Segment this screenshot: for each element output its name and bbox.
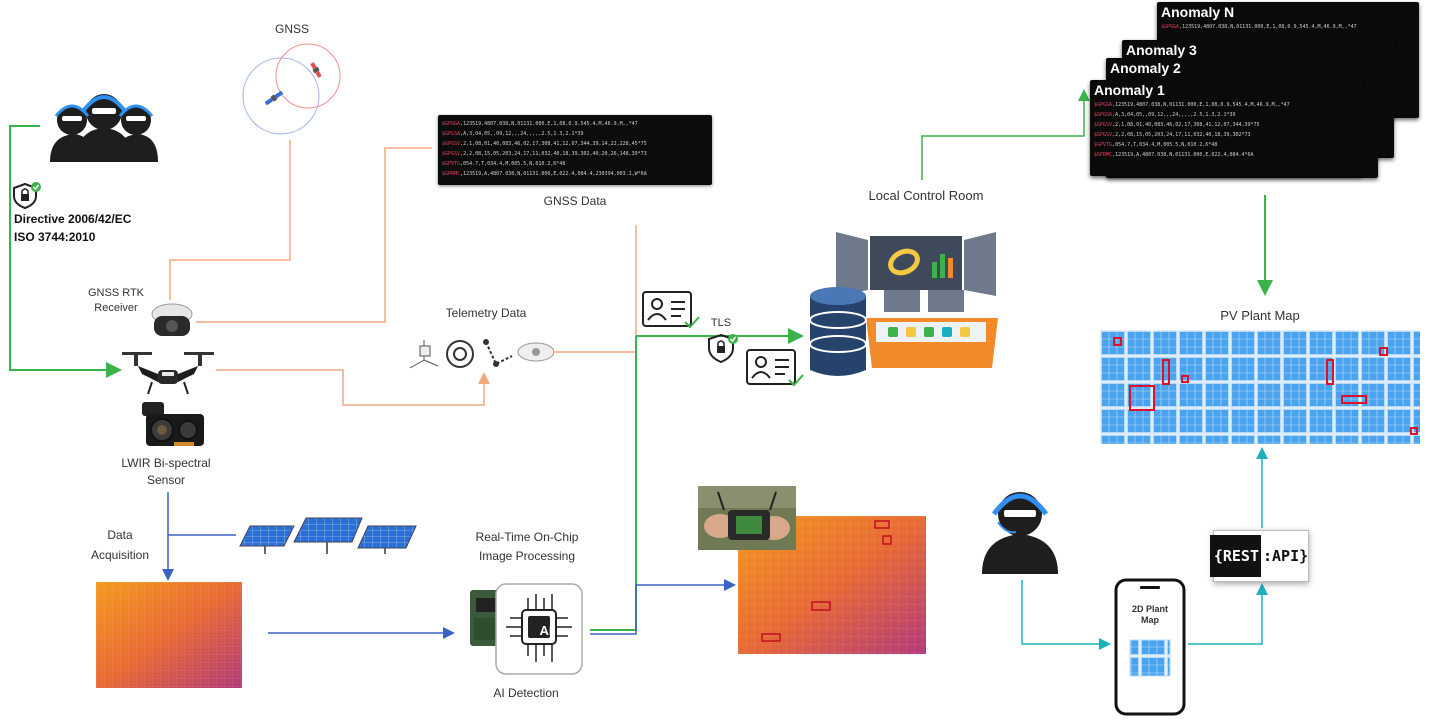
anomaly-title: Anomaly 2 bbox=[1110, 60, 1181, 76]
smartphone-icon bbox=[1114, 578, 1186, 716]
api-label: :API} bbox=[1263, 547, 1309, 565]
plant-map-2d-label-2: Map bbox=[1141, 615, 1159, 625]
directive-label: Directive 2006/42/EC bbox=[14, 212, 132, 226]
realtime-label-2: Image Processing bbox=[478, 549, 576, 563]
tls-label: TLS bbox=[710, 317, 732, 329]
axes-icon bbox=[409, 340, 439, 369]
iso-label: ISO 3744:2010 bbox=[14, 230, 96, 244]
solar-panels-icon bbox=[239, 517, 417, 554]
anomaly-title: Anomaly 1 bbox=[1094, 82, 1165, 98]
lock-check-icon bbox=[13, 182, 41, 210]
anomaly-card-1: Anomaly 1 $GPGGA,123519,4807.038,N,01131… bbox=[1090, 80, 1362, 176]
anomaly-title: Anomaly N bbox=[1161, 4, 1235, 20]
gyroscope-icon bbox=[446, 340, 474, 368]
telemetry-label: Telemetry Data bbox=[445, 306, 527, 320]
gnss-data-label: GNSS Data bbox=[543, 194, 607, 208]
gnss-rtk-label: GNSS RTK bbox=[87, 287, 145, 299]
tls-lock-icon bbox=[708, 333, 738, 364]
lwir-label-1: LWIR Bi-spectral bbox=[121, 456, 211, 470]
receiver-label: Receiver bbox=[94, 302, 138, 314]
ai-chip-label: AI bbox=[539, 623, 553, 638]
ai-chip-icon bbox=[470, 583, 583, 675]
line-control-to-anomalies bbox=[921, 89, 1090, 180]
attitude-icon bbox=[483, 339, 513, 367]
tablet-photo bbox=[698, 486, 796, 550]
plant-map-2d-label-1: 2D Plant bbox=[1131, 604, 1168, 614]
drone-icon bbox=[122, 352, 214, 395]
operator-group-icon bbox=[50, 94, 158, 162]
data-acquisition-label-2: Acquisition bbox=[90, 548, 150, 562]
lwir-label-2: Sensor bbox=[146, 473, 186, 487]
database-icon bbox=[809, 287, 867, 376]
eye-icon bbox=[517, 342, 554, 362]
control-room-icon bbox=[836, 232, 998, 368]
line-operator-to-phone bbox=[1021, 580, 1111, 650]
rest-label: {REST bbox=[1209, 535, 1261, 577]
line-operators-to-drone bbox=[9, 125, 122, 378]
gnss-data-terminal: $GPGGA,123519,4807.038,N,01131.000,E,1,0… bbox=[438, 115, 712, 185]
realtime-label-1: Real-Time On-Chip bbox=[475, 530, 579, 544]
ai-detection-label: AI Detection bbox=[493, 686, 559, 700]
gnss-receiver-icon bbox=[151, 303, 193, 336]
operator-icon bbox=[982, 492, 1058, 574]
anomaly-title: Anomaly 3 bbox=[1126, 42, 1197, 58]
line-ai-to-merge bbox=[590, 336, 637, 631]
line-drone-to-telemetry bbox=[216, 369, 490, 406]
data-acquisition-label-1: Data bbox=[107, 528, 133, 542]
pv-plant-map-label: PV Plant Map bbox=[1220, 308, 1300, 323]
thermal-acquisition-image bbox=[96, 582, 242, 688]
line-ai-to-thermal bbox=[590, 579, 736, 635]
gnss-satellite-icon bbox=[242, 43, 341, 135]
line-gnss-to-receiver bbox=[169, 140, 291, 300]
line-phone-to-rest bbox=[1188, 583, 1268, 645]
telemetry-icons bbox=[409, 339, 554, 369]
pv-plant-map bbox=[1100, 330, 1420, 444]
local-control-room-label: Local Control Room bbox=[868, 188, 984, 203]
id-card-icon-2 bbox=[746, 349, 804, 387]
rest-api-box: {REST:API} bbox=[1209, 530, 1309, 582]
line-receiver-to-gnssdata bbox=[196, 147, 432, 323]
gnss-label: GNSS bbox=[274, 22, 309, 36]
id-card-icon bbox=[642, 291, 700, 329]
lwir-sensor-icon bbox=[142, 402, 204, 446]
